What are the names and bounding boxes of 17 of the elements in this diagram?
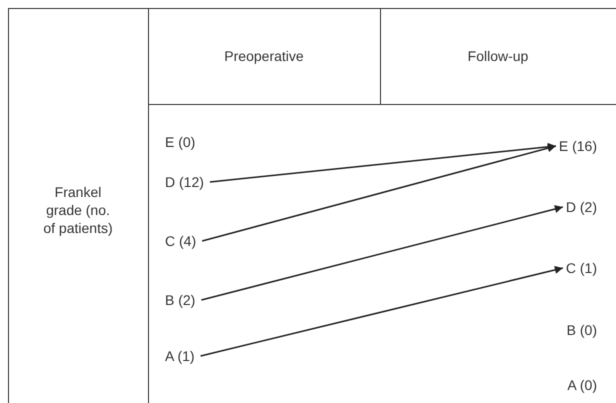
grade-label: E (0) — [165, 134, 196, 150]
grade-label: B (2) — [165, 292, 196, 308]
grade-label: D (12) — [165, 174, 204, 190]
column-header: Preoperative — [224, 47, 304, 65]
grade-label: A (1) — [165, 348, 195, 364]
column-header: Follow-up — [468, 47, 528, 65]
grade-label: A (0) — [567, 377, 597, 393]
arrow — [210, 142, 556, 183]
grade-label: C (1) — [566, 260, 597, 276]
grade-label: D (2) — [566, 199, 597, 215]
arrow — [202, 144, 556, 242]
grade-label: C (4) — [165, 233, 196, 249]
arrow — [200, 266, 564, 357]
row-header: Frankel grade (no. of patients) — [43, 183, 113, 237]
grade-label: E (16) — [558, 138, 597, 154]
arrow — [201, 205, 564, 301]
grade-label: B (0) — [566, 322, 597, 338]
